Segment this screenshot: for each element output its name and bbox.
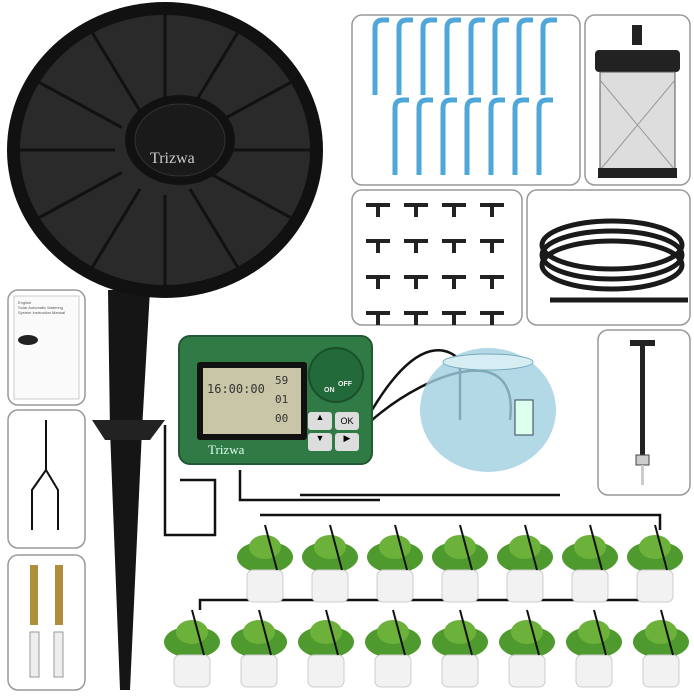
potted-plants [164,524,689,688]
tee-connector [366,203,390,217]
water-bowl [420,348,556,472]
cable-panel [7,409,86,549]
minutes-display: 59 [275,374,289,387]
days-display: 01 [275,393,289,406]
dripper [516,17,533,95]
tee-connector [366,311,390,325]
dial-on-label: ON [324,387,335,394]
manual-icon [13,295,80,400]
dripper [416,97,433,175]
tee-connector [404,239,428,253]
next-button[interactable]: ▶ [335,433,359,451]
potted-plant [566,609,622,688]
seconds-display: 00 [275,412,289,425]
potted-plant [367,524,423,603]
splitter-cable-icon [31,420,59,530]
tubing-coil-icon [539,218,688,303]
lcd-screen: 16:00:00 59 01 00 [197,362,307,440]
potted-plant [298,609,354,688]
panel-stake [108,290,150,690]
potted-plant [499,609,555,688]
tee-connector [366,275,390,289]
dripper [420,17,437,95]
connectors-panel [351,189,523,326]
controller: 16:00:00 59 01 00 OFF ON ▲ OK ▼ ▶ Trizwa [178,335,373,465]
potted-plant [231,609,287,688]
filter-icon [595,25,680,178]
drippers [372,17,557,175]
potted-plant [365,609,421,688]
up-button[interactable]: ▲ [308,412,332,430]
potted-plant [627,524,683,603]
potted-plant [432,524,488,603]
dripper [464,97,481,175]
screws-panel [7,554,86,691]
tee-connector [480,239,504,253]
dripper [488,97,505,175]
drippers-panel [351,14,581,186]
controller-logo: Trizwa [208,442,245,457]
potted-plant [633,609,689,688]
dripper [440,97,457,175]
potted-plant [237,524,293,603]
tee-connector [480,311,504,325]
tee-connector [480,203,504,217]
tee-connector [442,239,466,253]
down-button[interactable]: ▼ [308,433,332,451]
dripper [396,17,413,95]
dripper [444,17,461,95]
ok-button[interactable]: OK [335,412,359,430]
panel-logo: Trizwa [150,150,195,167]
potted-plant [164,609,220,688]
time-display: 16:00:00 [207,382,265,396]
solar-panel [7,2,323,298]
tee-connector [442,275,466,289]
tee-connector [404,203,428,217]
tee-connector [404,275,428,289]
tee-connector [366,239,390,253]
dripper [512,97,529,175]
dripper [468,17,485,95]
dripper [536,97,553,175]
dial-off-label: OFF [338,381,352,388]
tee-connector [442,203,466,217]
screws-icon [29,565,64,678]
ground-stake-icon [630,340,655,485]
tee-connector [480,275,504,289]
dripper [372,17,389,95]
dripper [392,97,409,175]
tee-connector [442,311,466,325]
dripper [540,17,557,95]
potted-plant [497,524,553,603]
tee-connector [404,311,428,325]
dripper [492,17,509,95]
potted-plant [432,609,488,688]
potted-plant [302,524,358,603]
mode-dial[interactable]: OFF ON [308,347,364,403]
potted-plant [562,524,618,603]
tee-connectors [366,203,504,325]
